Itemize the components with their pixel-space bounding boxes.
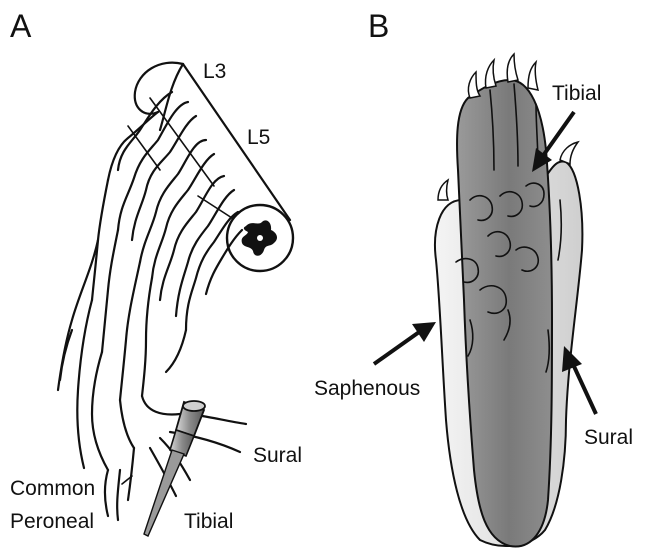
- nerve-roots: [108, 63, 290, 330]
- label-sural-a: Sural: [253, 444, 302, 467]
- hindpaw: [435, 54, 582, 547]
- panel-a: A: [10, 8, 302, 536]
- panel-a-letter: A: [10, 8, 32, 44]
- label-l3: L3: [203, 60, 226, 83]
- label-l5: L5: [247, 126, 270, 149]
- panel-b-letter: B: [368, 8, 389, 44]
- label-peroneal: Peroneal: [10, 510, 94, 533]
- label-tibial-b: Tibial: [552, 82, 601, 105]
- label-sural-b: Sural: [584, 426, 633, 449]
- panel-b: B: [314, 8, 633, 547]
- spinal-cord-cross-section: [227, 205, 293, 271]
- label-tibial-a: Tibial: [184, 510, 233, 533]
- label-common: Common: [10, 477, 95, 500]
- label-saphenous: Saphenous: [314, 377, 420, 400]
- sciatic-nerve: [58, 180, 246, 520]
